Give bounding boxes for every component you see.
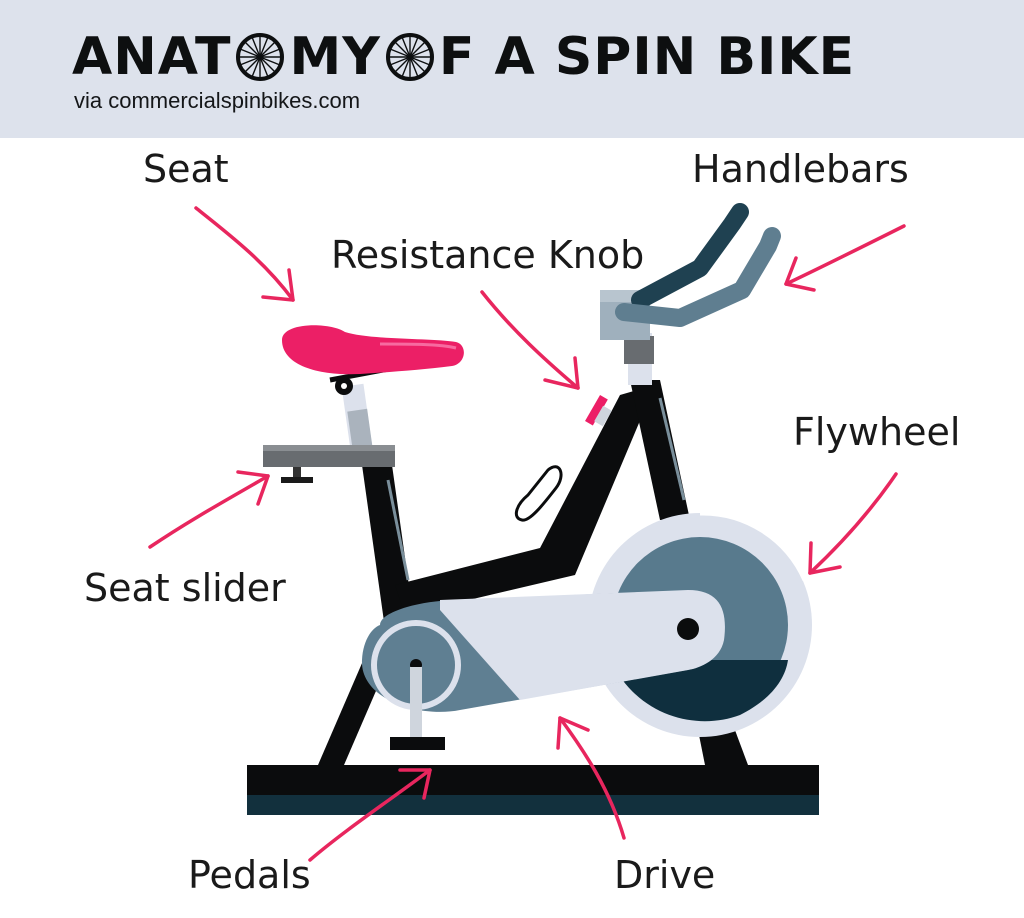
pedal — [390, 737, 445, 750]
arrow-pedals — [308, 768, 432, 862]
title-text-part3: F A SPIN BIKE — [438, 27, 856, 87]
arrow-resistance-knob — [480, 290, 580, 390]
bicycle-wheel-icon — [236, 33, 285, 81]
header-banner: ANAT MY F A SPIN BIKE via commercialsp — [0, 0, 1024, 138]
handlebar-lower — [615, 227, 781, 327]
bottle-cage — [514, 465, 563, 522]
arrow-drive — [556, 716, 626, 840]
pedal-crank — [410, 667, 422, 737]
bike-base-shadow — [247, 795, 819, 815]
arrow-handlebars — [784, 224, 906, 292]
label-handlebars: Handlebars — [692, 147, 909, 191]
handlebar-upper — [631, 203, 749, 309]
bike-base — [247, 765, 819, 795]
label-pedals: Pedals — [188, 853, 311, 897]
bicycle-wheel-icon — [385, 33, 434, 81]
title-text-part1: ANAT — [72, 27, 232, 87]
label-seat-slider: Seat slider — [84, 566, 286, 610]
resistance-knob — [585, 395, 608, 426]
front-fork-tube — [630, 380, 690, 520]
source-credit: via commercialspinbikes.com — [74, 88, 361, 113]
seat-saddle — [282, 325, 464, 375]
main-frame-tube — [395, 385, 655, 615]
title-text-part2: MY — [289, 27, 381, 87]
label-drive: Drive — [614, 853, 716, 897]
seat-slider-knob — [293, 467, 301, 477]
arrow-seat-slider — [148, 470, 270, 549]
label-flywheel: Flywheel — [793, 410, 961, 454]
label-seat: Seat — [143, 147, 229, 191]
label-resistance-knob: Resistance Knob — [331, 233, 645, 277]
arrow-seat — [194, 206, 295, 302]
page-title: ANAT MY F A SPIN BIKE — [72, 26, 855, 88]
arrow-flywheel — [808, 472, 898, 575]
